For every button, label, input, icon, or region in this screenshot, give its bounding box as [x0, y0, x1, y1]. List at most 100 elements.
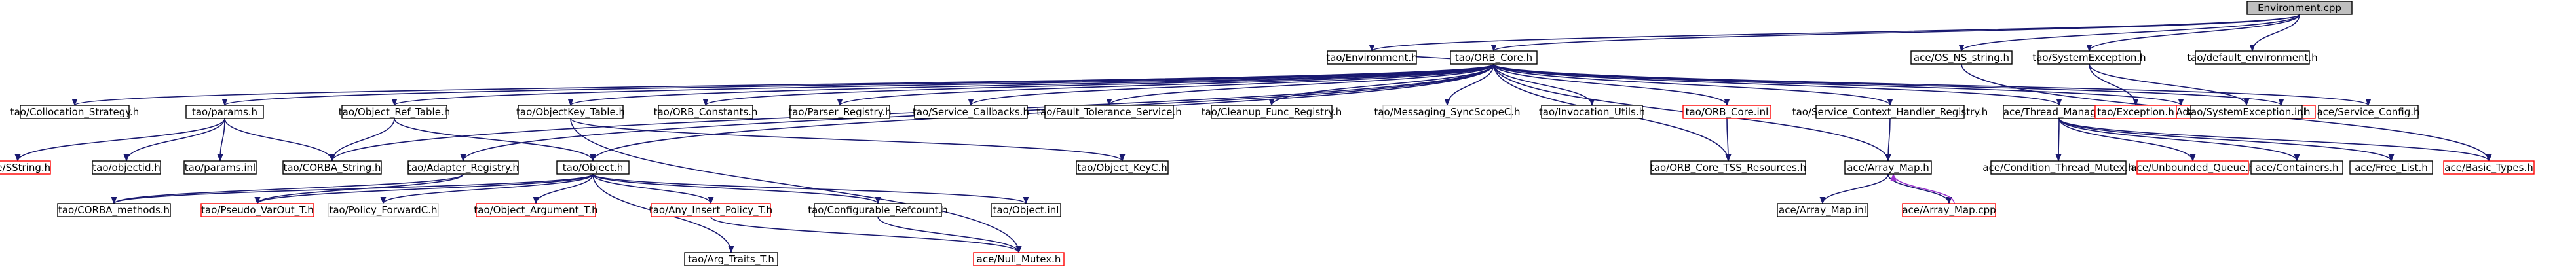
- node-array-map[interactable]: ace/Array_Map.h: [1844, 160, 1932, 175]
- node-label: ace/Basic_Types.h: [2444, 162, 2533, 174]
- edge-sysexc-to-sysexc-inl: [2089, 63, 2250, 107]
- node-free-list[interactable]: ace/Free_List.h: [2349, 160, 2433, 175]
- node-label: tao/ORB_Core.inl: [1686, 106, 1769, 118]
- node-service-config[interactable]: ace/Service_Config.h: [2317, 105, 2420, 119]
- edge-orb-core-to-parser-registry: [837, 63, 1494, 107]
- node-label: tao/Parser_Registry.h: [788, 106, 891, 118]
- node-cleanup-func[interactable]: tao/Cleanup_Func_Registry.h: [1202, 105, 1342, 119]
- node-array-map-inl[interactable]: ace/Array_Map.inl: [1777, 203, 1868, 217]
- node-object-argument[interactable]: tao/Object_Argument_T.h: [474, 203, 598, 217]
- edge-orb-core-to-service-config: [1493, 63, 2372, 107]
- edge-thread-manager-to-free-list: [2058, 118, 2395, 162]
- node-box: [973, 252, 1065, 266]
- node-label: tao/ORB_Core.h: [1455, 52, 1532, 64]
- node-sstring[interactable]: ace/SString.h: [0, 160, 51, 175]
- node-box: [684, 252, 778, 266]
- edge-orb-core-inl-to-orb-core-tss: [1725, 118, 1732, 162]
- edge-object-h-to-object-argument: [533, 173, 594, 205]
- node-adapter-registry[interactable]: tao/Adapter_Registry.h: [407, 160, 519, 175]
- node-env-h[interactable]: tao/Environment.h: [1326, 50, 1418, 65]
- node-null-mutex[interactable]: ace/Null_Mutex.h: [973, 252, 1065, 266]
- node-sysexc-inl[interactable]: tao/SystemException.inl: [2187, 105, 2306, 119]
- edge-env-cpp-to-default-env: [2249, 14, 2300, 52]
- node-label: tao/Adapter_Registry.h: [407, 162, 519, 174]
- node-orb-core[interactable]: tao/ORB_Core.h: [1450, 50, 1538, 65]
- node-any-insert-policy[interactable]: tao/Any_Insert_Policy_T.h: [649, 203, 772, 217]
- edge-object-h-to-any-insert-policy: [592, 173, 714, 205]
- edge-params-to-sstring: [14, 118, 225, 162]
- node-label: ace/Array_Map.inl: [1779, 204, 1866, 217]
- node-box: [341, 105, 447, 119]
- edge-thread-manager-to-containers: [2058, 118, 2300, 162]
- node-svc-ctx-handler[interactable]: tao/Service_Context_Handler_Registry.h: [1792, 105, 1988, 119]
- edge-obj-ref-table-to-corba-string: [329, 118, 395, 162]
- node-orb-core-tss[interactable]: tao/ORB_Core_TSS_Resources.h: [1650, 160, 1806, 175]
- node-box: [1076, 160, 1169, 175]
- edge-array-map-cpp-to-array-map: [1890, 173, 1955, 204]
- node-label: ace/Thread_Manager.h: [2003, 106, 2115, 118]
- node-label: tao/Configurable_Refcount.h: [808, 204, 948, 217]
- node-invocation-utils[interactable]: tao/Invocation_Utils.h: [1539, 105, 1645, 119]
- node-box: [2250, 160, 2343, 175]
- node-box: [651, 203, 771, 217]
- edge-objectkey-table-to-null-mutex: [570, 118, 1022, 254]
- node-fault-tolerance[interactable]: tao/Fault_Tolerance_Service.h: [1036, 105, 1182, 119]
- node-default-env[interactable]: tao/default_environment.h: [2187, 50, 2318, 65]
- node-label: tao/Object_Ref_Table.h: [339, 106, 450, 118]
- node-box: [1382, 105, 1512, 119]
- node-label: ace/Free_List.h: [2355, 162, 2428, 174]
- node-pseudo-var-out[interactable]: tao/Pseudo_VarOut_T.h: [200, 203, 314, 217]
- node-box: [1450, 50, 1538, 65]
- node-box: [2094, 105, 2177, 119]
- edge-svc-ctx-handler-to-array-map: [1885, 118, 1891, 162]
- node-cond-thread-mutex[interactable]: ace/Condition_Thread_Mutex.h: [1982, 160, 2134, 175]
- node-box: [185, 105, 264, 119]
- node-box: [2318, 105, 2419, 119]
- node-array-map-cpp[interactable]: ace/Array_Map.cpp: [1902, 203, 1996, 217]
- node-service-callbacks[interactable]: tao/Service_Callbacks.h: [913, 105, 1029, 119]
- node-label: tao/Messaging_SyncScopeC.h: [1374, 106, 1520, 118]
- node-orb-core-inl[interactable]: tao/ORB_Core.inl: [1682, 105, 1771, 119]
- node-configurable-refcount[interactable]: tao/Configurable_Refcount.h: [808, 203, 948, 217]
- node-box: [789, 105, 890, 119]
- node-params[interactable]: tao/params.h: [185, 105, 264, 119]
- node-parser-registry[interactable]: tao/Parser_Registry.h: [788, 105, 892, 119]
- edge-obj-ref-table-to-object-h: [394, 118, 596, 162]
- edge-orb-core-to-collocation: [72, 63, 1494, 107]
- node-label: tao/SystemException.h: [2032, 52, 2146, 63]
- node-objectid[interactable]: tao/objectid.h: [92, 160, 161, 175]
- node-collocation[interactable]: tao/Collocation_Strategy.h: [10, 105, 140, 119]
- node-corba-methods[interactable]: tao/CORBA_methods.h: [57, 203, 171, 217]
- node-box: [1044, 105, 1174, 119]
- node-sysexc[interactable]: tao/SystemException.h: [2032, 50, 2146, 65]
- node-label: tao/Object_Argument_T.h: [474, 204, 597, 217]
- node-exception-h[interactable]: tao/Exception.h: [2094, 105, 2177, 119]
- node-thread-manager[interactable]: ace/Thread_Manager.h: [2003, 105, 2115, 119]
- node-box: [1990, 160, 2127, 175]
- node-orb-constants[interactable]: tao/ORB_Constants.h: [654, 105, 758, 119]
- node-box: [2443, 160, 2535, 175]
- node-object-keyc[interactable]: tao/Object_KeyC.h: [1076, 160, 1169, 175]
- node-objectkey-table[interactable]: tao/ObjectKey_Table.h: [516, 105, 625, 119]
- node-os-ns[interactable]: ace/OS_NS_string.h: [1910, 50, 2013, 65]
- node-unbounded-queue[interactable]: ace/Unbounded_Queue.h: [2131, 160, 2255, 175]
- node-label: ace/Array_Map.cpp: [1902, 204, 1996, 217]
- node-box: [991, 203, 1061, 217]
- node-box: [328, 203, 439, 217]
- edge-params-to-objectid: [123, 118, 225, 162]
- node-label: tao/ORB_Constants.h: [654, 106, 758, 118]
- node-containers[interactable]: ace/Containers.h: [2250, 160, 2343, 175]
- node-object-inl[interactable]: tao/Object.inl: [991, 203, 1061, 217]
- node-corba-string[interactable]: tao/CORBA_String.h: [282, 160, 382, 175]
- node-env-cpp[interactable]: Environment.cpp: [2246, 1, 2353, 15]
- node-basic-types[interactable]: ace/Basic_Types.h: [2443, 160, 2535, 175]
- node-object-h[interactable]: tao/Object.h: [556, 160, 630, 175]
- node-label: tao/Invocation_Utils.h: [1539, 106, 1645, 118]
- node-obj-ref-table[interactable]: tao/Object_Ref_Table.h: [339, 105, 450, 119]
- node-params-inl[interactable]: tao/params.inl: [183, 160, 257, 175]
- node-box: [2349, 160, 2433, 175]
- node-box: [518, 105, 624, 119]
- node-arg-traits[interactable]: tao/Arg_Traits_T.h: [684, 252, 778, 266]
- edge-orb-core-to-object-h: [590, 63, 1494, 162]
